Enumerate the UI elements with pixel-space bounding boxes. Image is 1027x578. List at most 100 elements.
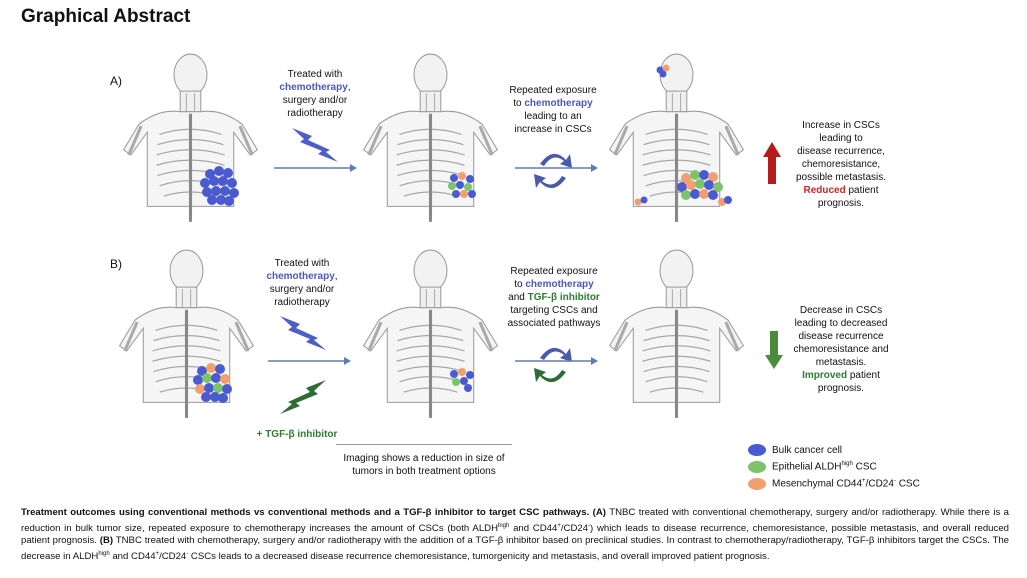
caption-sup: - bbox=[588, 522, 591, 529]
outcome-line5: metastasis. bbox=[815, 357, 867, 368]
step2-line1: Repeated exposure bbox=[510, 266, 598, 277]
caption-b-text2: and CD44 bbox=[109, 551, 156, 563]
caption-b-text3: /CD24 bbox=[159, 551, 187, 563]
step2-line5: associated pathways bbox=[507, 318, 601, 329]
outcome-line2: leading to decreased bbox=[794, 318, 888, 329]
outcome-line4: chemoresistance and bbox=[793, 344, 889, 355]
outcome-line4: chemoresistance, bbox=[801, 159, 881, 170]
caption-b-text4: CSCs leads to a decreased disease recurr… bbox=[188, 551, 770, 563]
tgf-highlight: TGF-β inhibitor bbox=[527, 292, 600, 303]
figure-caption: Treatment outcomes using conventional me… bbox=[21, 507, 1009, 564]
lightning-bolt-icon bbox=[280, 316, 326, 350]
step2-line3: and bbox=[508, 292, 528, 303]
imaging-note: Imaging shows a reduction in size of tum… bbox=[326, 452, 522, 478]
outcome-line3: disease recurrence bbox=[798, 331, 884, 342]
divider-line bbox=[336, 444, 512, 445]
chemo-highlight: chemotherapy bbox=[279, 82, 348, 93]
step2-line4: targeting CSCs and bbox=[510, 305, 598, 316]
arrow-right-icon bbox=[515, 164, 598, 172]
chemo-highlight-2: chemotherapy bbox=[524, 98, 593, 109]
step1-text-b: Treated with chemotherapy, surgery and/o… bbox=[258, 257, 346, 309]
legend-label: Epithelial ALDH bbox=[772, 461, 842, 473]
caption-sup: high bbox=[498, 522, 510, 529]
body-figure-a3 bbox=[608, 52, 745, 224]
mesenchymal-cell-swatch-icon bbox=[748, 478, 766, 490]
tumor-metastasis-a3 bbox=[634, 64, 732, 206]
outcome-line5: possible metastasis. bbox=[795, 172, 887, 183]
legend-mid: /CD24 bbox=[865, 478, 894, 490]
tumor-small-a2 bbox=[448, 172, 476, 198]
step1-line1: Treated with bbox=[274, 258, 330, 269]
outcome-text-a: Increase in CSCs leading to disease recu… bbox=[785, 119, 897, 210]
legend-item-bulk: Bulk cancer cell bbox=[748, 444, 842, 456]
legend-sup: high bbox=[841, 461, 853, 468]
step1-line3: surgery and/or bbox=[282, 95, 348, 106]
legend-sup2: - bbox=[893, 478, 896, 485]
caption-a-text3: /CD24 bbox=[560, 522, 589, 534]
reduced-emphasis: Reduced bbox=[803, 185, 846, 196]
outcome-line7: prognosis. bbox=[817, 198, 865, 209]
chemo-highlight: chemotherapy bbox=[266, 271, 335, 282]
body-figure-a2 bbox=[362, 52, 499, 224]
step2-line1: Repeated exposure bbox=[509, 85, 597, 96]
step2-text-a: Repeated exposure to chemotherapy leadin… bbox=[503, 84, 603, 136]
body-figure-b2 bbox=[362, 248, 499, 420]
lightning-bolt-icon bbox=[292, 128, 338, 162]
step2-line4: increase in CSCs bbox=[514, 124, 592, 135]
up-arrow-icon bbox=[763, 142, 781, 184]
arrow-right-icon bbox=[268, 357, 351, 365]
tgf-inhibitor-label: + TGF-β inhibitor bbox=[256, 429, 338, 440]
repeat-cycle-icon bbox=[534, 347, 572, 383]
step1-line4: radiotherapy bbox=[287, 108, 343, 119]
caption-sup: + bbox=[557, 522, 561, 529]
step1-line1: Treated with bbox=[287, 69, 343, 80]
step2-text-b: Repeated exposure to chemotherapy and TG… bbox=[500, 265, 608, 330]
body-figure-b3 bbox=[608, 248, 745, 420]
outcome-line6: patient bbox=[847, 370, 880, 381]
step2-line3: leading to an bbox=[524, 111, 582, 122]
tumor-small-b2 bbox=[450, 368, 474, 392]
arrow-right-icon bbox=[274, 164, 357, 172]
caption-bold: Treatment outcomes using conventional me… bbox=[21, 507, 606, 518]
repeat-cycle-icon bbox=[534, 153, 572, 189]
outcome-line3: disease recurrence, bbox=[797, 146, 885, 157]
body-figure-a1 bbox=[122, 52, 259, 224]
improved-emphasis: Improved bbox=[802, 370, 848, 381]
outcome-line1: Increase in CSCs bbox=[802, 120, 880, 131]
down-arrow-icon bbox=[765, 331, 783, 369]
step1-text-a: Treated with chemotherapy, surgery and/o… bbox=[271, 68, 359, 120]
outcome-line7: prognosis. bbox=[817, 383, 865, 394]
caption-a-text4: ) which leads to disease recurrence, che… bbox=[21, 522, 1009, 547]
caption-sup: high bbox=[98, 550, 110, 557]
step2-line2: to bbox=[513, 98, 525, 109]
imaging-note-line2: tumors in both treatment options bbox=[352, 466, 496, 477]
legend-sup: + bbox=[862, 478, 866, 485]
bulk-cell-swatch-icon bbox=[748, 444, 766, 456]
step2-line2: to bbox=[514, 279, 526, 290]
step1-comma: , bbox=[334, 271, 338, 282]
legend-label: Bulk cancer cell bbox=[772, 444, 843, 456]
legend-label: Mesenchymal CD44 bbox=[772, 478, 863, 490]
arrow-right-icon bbox=[515, 357, 598, 365]
page-title: Graphical Abstract bbox=[21, 6, 191, 27]
panel-a-label: A) bbox=[110, 74, 122, 88]
step1-comma: , bbox=[347, 82, 351, 93]
outcome-line6: patient bbox=[845, 185, 879, 196]
legend-tail: CSC bbox=[852, 461, 877, 473]
caption-a-text2: and CD44 bbox=[509, 522, 558, 534]
panel-b-label: B) bbox=[110, 257, 122, 271]
green-lightning-bolt-icon bbox=[280, 380, 326, 414]
step1-line3: surgery and/or bbox=[269, 284, 335, 295]
legend-item-epithelial: Epithelial ALDHhigh CSC bbox=[748, 461, 877, 473]
tumor-large-a1 bbox=[200, 166, 239, 206]
caption-sup: - bbox=[186, 550, 189, 557]
outcome-text-b: Decrease in CSCs leading to decreased di… bbox=[783, 304, 899, 395]
outcome-line2: leading to bbox=[819, 133, 863, 144]
chemo-highlight-2: chemotherapy bbox=[525, 279, 594, 290]
outcome-line1: Decrease in CSCs bbox=[799, 305, 883, 316]
caption-a-text: TNBC treated with conventional chemother… bbox=[21, 507, 1010, 534]
caption-b-text: TNBC treated with chemotherapy, surgery … bbox=[21, 535, 1010, 563]
caption-b-bold: (B) bbox=[96, 535, 114, 547]
caption-sup: + bbox=[155, 550, 160, 557]
epithelial-cell-swatch-icon bbox=[748, 461, 766, 473]
